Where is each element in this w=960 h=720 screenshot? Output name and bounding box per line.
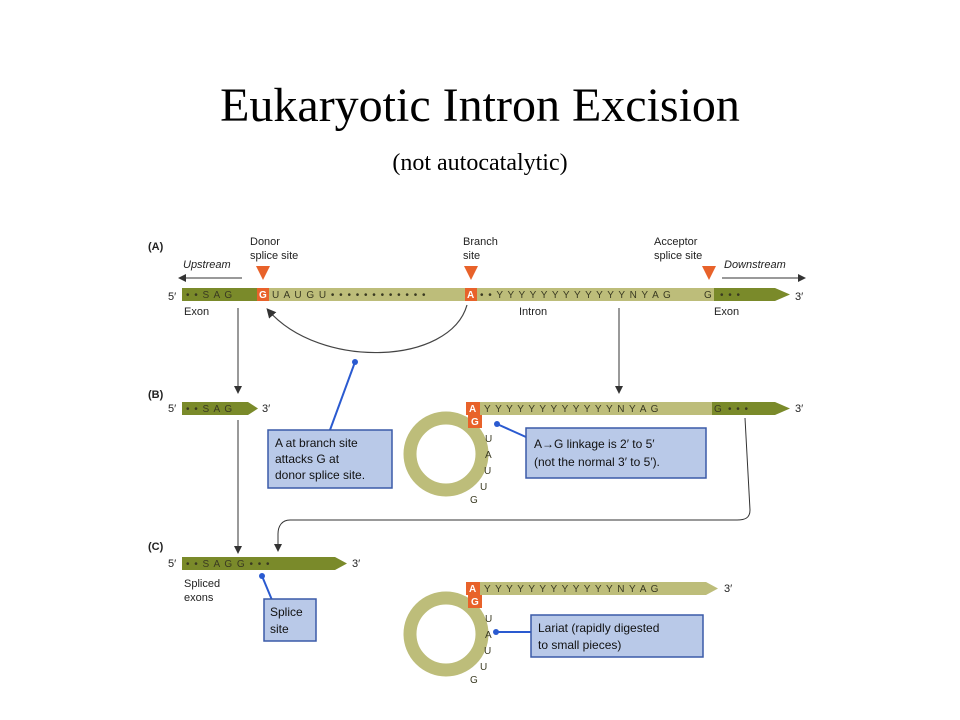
spliced-label-line2: exons [184,592,214,604]
b-loop-u1: U [485,434,493,445]
linkage-callout-line [496,423,527,438]
a-seq-mid: U A U G U • • • • • • • • • • • • [272,290,426,301]
b-loop-u2: U [484,466,492,477]
attack-callout-line [329,361,356,431]
a-seq-tail: • • • [720,290,741,301]
b-seq-left: • • S A G [186,404,233,415]
b-loop-g: G [470,495,479,506]
attack-box-line2: attacks G at [275,452,340,466]
c-loop-u2: U [484,646,492,657]
a-seq-left: • • S A G [186,290,233,301]
attack-callout-dot [352,359,358,365]
donor-label-line2: splice site [250,250,298,262]
lariat-box-line1: Lariat (rapidly digested [538,621,659,635]
b-lariat-g-text: G [471,417,479,428]
lariat-box-line2: to small pieces) [538,638,621,652]
b-lariat-tail [480,402,712,415]
b-three-prime-right: 3′ [795,403,803,415]
acceptor-marker-icon [702,266,716,280]
c-lariat-a-text: A [469,584,476,595]
branch-label-line2: site [463,250,480,262]
downstream-label: Downstream [724,259,786,271]
branch-marker-icon [464,266,478,280]
panel-c-label: (C) [148,541,164,553]
a-acceptor-g [702,288,714,301]
a-seq-g2: G [704,290,713,301]
splice-box [263,598,317,642]
c-loop-g: G [470,675,479,686]
a-seq-right: • • Y Y Y Y Y Y Y Y Y Y Y Y N Y A G [480,290,672,301]
b-five-prime: 5′ [168,403,176,415]
donor-marker-icon [256,266,270,280]
b-lariat-loop [403,411,489,497]
a-exon-right [714,288,790,301]
exon-right-label: Exon [714,306,739,318]
a-seq-a: A [467,290,474,301]
a-donor-g [257,288,269,301]
linkage-box-line2: (not the normal 3′ to 5′). [534,455,660,469]
attack-curve-arrow [266,304,468,354]
linkage-callout-dot [494,421,500,427]
splice-box-line1: Splice [270,605,303,619]
c-loop-u1: U [485,614,493,625]
b-loop-u3: U [480,482,488,493]
c-lariat-tail [480,582,718,595]
lariat-callout-dot [493,629,499,635]
c-five-prime: 5′ [168,558,176,570]
lariat-box [530,614,704,658]
c-loop-a: A [485,630,493,641]
intron-label: Intron [519,306,547,318]
c-three-prime: 3′ [352,558,360,570]
b-lariat-a-text: A [469,404,476,415]
panel-a-label: (A) [148,241,164,253]
c-seq-tail: Y Y Y Y Y Y Y Y Y Y Y Y N Y A G [484,584,659,595]
splice-callout-dot [259,573,265,579]
b-lariat-a [466,402,480,415]
c-lariat-a [466,582,480,595]
b-seq-g: G [714,404,723,415]
arrow-b-to-c-right [274,417,751,552]
exon-left-label: Exon [184,306,209,318]
branch-label-line1: Branch [463,236,498,248]
a-branch-a [465,288,477,301]
b-lariat-g [468,415,482,428]
acceptor-label-line1: Acceptor [654,236,698,248]
a-seq-g: G [259,290,267,301]
a-intron [269,288,702,301]
linkage-box [525,427,707,479]
b-exon-left [182,402,258,415]
c-lariat-loop [403,591,489,677]
attack-box-line3: donor splice site. [275,468,365,482]
a-exon-left [182,288,257,301]
donor-label-line1: Donor [250,236,280,248]
b-exon-right [712,402,790,415]
a-three-prime: 3′ [795,291,803,303]
b-loop-a: A [485,450,493,461]
c-lariat-g [468,595,482,608]
c-loop-u3: U [480,662,488,673]
b-three-prime-left: 3′ [262,403,270,415]
spliced-label-line1: Spliced [184,578,220,590]
b-seq-exon: • • • [728,404,749,415]
splice-box-line2: site [270,622,289,636]
panel-b-label: (B) [148,389,164,401]
linkage-box-line1: A→G linkage is 2′ to 5′ [534,437,655,451]
attack-box [267,429,393,489]
c-lariat-g-text: G [471,597,479,608]
upstream-label: Upstream [183,259,231,271]
a-five-prime: 5′ [168,291,176,303]
c-lariat-loop-letters: U A U U G [470,614,493,686]
attack-box-line1: A at branch site [275,436,358,450]
b-seq-tail: Y Y Y Y Y Y Y Y Y Y Y Y N Y A G [484,404,659,415]
c-spliced-exons [182,557,347,570]
c-seq: • • S A G G • • • [186,559,271,570]
b-lariat-loop-letters: U A U U G [470,434,493,506]
page-subtitle: (not autocatalytic) [392,150,568,176]
splice-callout-line [261,575,273,601]
page-title: Eukaryotic Intron Excision [220,79,740,132]
c-lariat-three-prime: 3′ [724,583,732,595]
acceptor-label-line2: splice site [654,250,702,262]
